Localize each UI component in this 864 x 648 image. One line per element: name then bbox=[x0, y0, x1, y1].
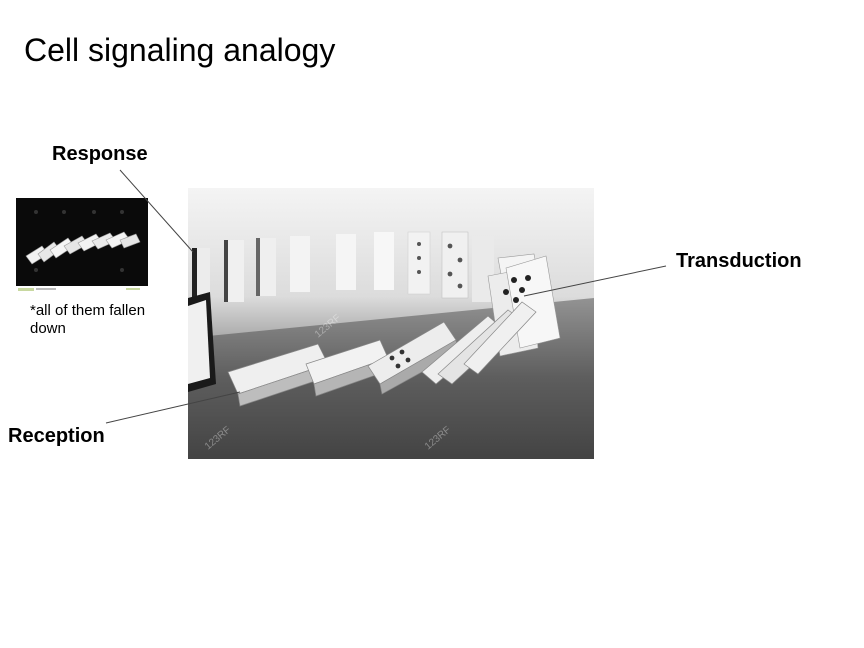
slide-title: Cell signaling analogy bbox=[24, 32, 336, 68]
fallen-dominoes-thumbnail bbox=[16, 198, 148, 294]
thumbnail-caption: *all of them fallen down bbox=[30, 302, 146, 337]
falling-dominoes-photo: 123RF 123RF 123RF bbox=[188, 188, 594, 459]
label-transduction: Transduction bbox=[676, 250, 802, 272]
label-response: Response bbox=[52, 143, 148, 165]
label-reception: Reception bbox=[8, 425, 105, 447]
